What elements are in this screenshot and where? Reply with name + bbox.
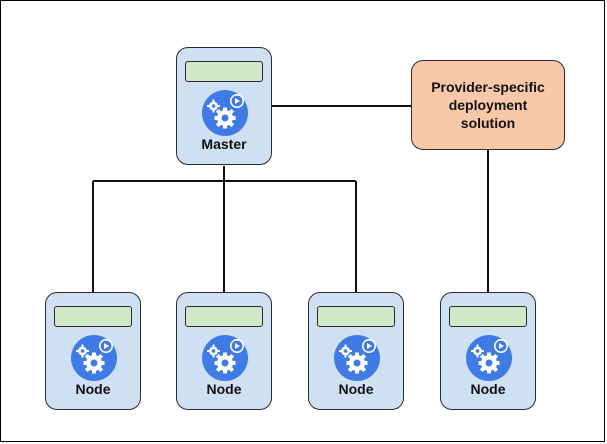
- node-server-1: Node: [45, 292, 141, 410]
- gear-play-icon: [201, 334, 249, 382]
- provider-deployment-box: Provider-specific deployment solution: [411, 60, 565, 150]
- drive-slot: [449, 306, 527, 327]
- node-server-4: Node: [440, 292, 536, 410]
- master-server: Master: [176, 47, 272, 165]
- node-label: Node: [206, 381, 242, 397]
- node-server-2: Node: [176, 292, 272, 410]
- drive-slot: [185, 306, 263, 327]
- node-label: Node: [75, 381, 111, 397]
- provider-label: Provider-specific deployment solution: [431, 79, 545, 131]
- drive-slot: [54, 306, 132, 327]
- gear-play-icon: [201, 89, 249, 137]
- node-server-3: Node: [308, 292, 404, 410]
- node-label: Node: [470, 381, 506, 397]
- gear-play-icon: [333, 334, 381, 382]
- drive-slot: [317, 306, 395, 327]
- drive-slot: [185, 61, 263, 82]
- node-label: Node: [338, 381, 374, 397]
- master-label: Master: [201, 136, 247, 152]
- gear-play-icon: [70, 334, 118, 382]
- gear-play-icon: [465, 334, 513, 382]
